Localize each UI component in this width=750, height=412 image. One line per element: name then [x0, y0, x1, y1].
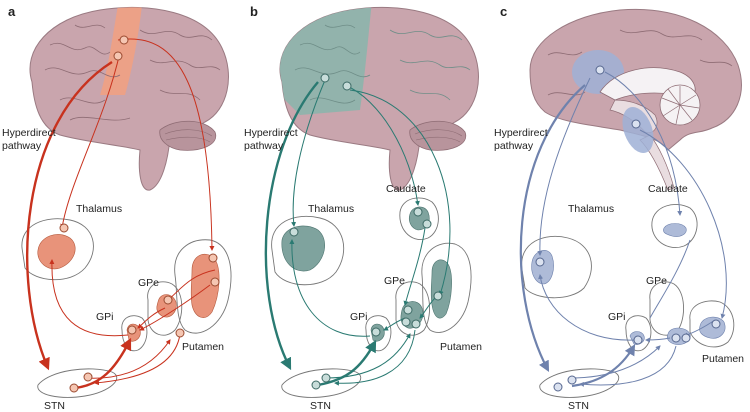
stn-region	[539, 368, 620, 398]
node	[69, 383, 79, 393]
panel-c: c	[494, 4, 744, 412]
pathway-lines	[537, 71, 727, 387]
node	[553, 382, 563, 392]
thalamus-label: Thalamus	[568, 203, 614, 215]
node	[113, 51, 123, 61]
node	[633, 335, 643, 345]
panel-letter: b	[250, 4, 258, 19]
hyperdirect-arrow	[519, 84, 586, 372]
thalamus-label: Thalamus	[76, 203, 122, 215]
hyperdirect-arrow	[264, 81, 319, 371]
gpe-label: GPe	[384, 275, 405, 287]
node	[321, 373, 331, 383]
panel-letter: a	[8, 4, 16, 19]
gpe-label: GPe	[138, 277, 159, 289]
stn-output-arrow	[74, 337, 132, 390]
stn-label: STN	[44, 400, 65, 412]
hyperdirect-label-line2: pathway	[244, 140, 284, 152]
node	[681, 333, 691, 343]
node	[711, 319, 721, 329]
pathway-lines	[49, 38, 216, 386]
pathway-lines	[289, 79, 451, 386]
gpi-label: GPi	[608, 311, 626, 323]
stn-output-arrow	[571, 344, 636, 388]
node	[671, 333, 681, 343]
node	[289, 227, 299, 237]
node	[208, 253, 218, 263]
node	[433, 291, 443, 301]
gpi-label: GPi	[96, 311, 114, 323]
neuron-nodes	[59, 35, 220, 393]
putamen-region	[421, 242, 472, 333]
node	[342, 81, 352, 91]
node	[83, 372, 93, 382]
node	[413, 207, 423, 217]
thalamus-region	[271, 215, 345, 286]
thalamus-region	[521, 235, 592, 299]
cerebellar-highlight	[622, 106, 654, 154]
gpi-region	[625, 315, 652, 352]
hyperdirect-label-line2: pathway	[2, 140, 42, 152]
thalamus-region	[21, 218, 94, 281]
node	[535, 257, 545, 267]
brain	[279, 6, 479, 191]
neuron-nodes	[289, 73, 443, 390]
panel-letter: c	[500, 4, 507, 19]
caudate-label: Caudate	[386, 183, 426, 195]
node	[320, 73, 330, 83]
gpi-label: GPi	[350, 311, 368, 323]
node	[311, 380, 321, 390]
panel-b: b	[244, 4, 482, 412]
putamen-label: Putamen	[440, 341, 482, 353]
stn-output-arrow	[317, 339, 377, 387]
hyperdirect-label-line1: Hyperdirect	[494, 127, 548, 139]
neuron-nodes	[535, 65, 721, 392]
putamen-label: Putamen	[182, 341, 224, 353]
node	[371, 327, 381, 337]
node	[210, 277, 220, 287]
node	[163, 295, 173, 305]
hyperdirect-arrow	[25, 60, 113, 371]
frontal-cortex-highlight	[279, 7, 372, 115]
node	[595, 65, 605, 75]
node	[175, 328, 185, 338]
node	[403, 305, 413, 315]
thalamus-label: Thalamus	[308, 203, 354, 215]
hyperdirect-label-line2: pathway	[494, 140, 534, 152]
node	[567, 375, 577, 385]
node	[411, 319, 421, 329]
stn-label: STN	[568, 400, 589, 412]
brain	[29, 6, 229, 191]
hyperdirect-label-line1: Hyperdirect	[2, 127, 56, 139]
caudate-region	[399, 197, 439, 240]
node	[422, 219, 432, 229]
caudate-label: Caudate	[648, 183, 688, 195]
stn-region	[37, 368, 118, 398]
node	[119, 35, 129, 45]
panel-a: a	[2, 4, 232, 412]
stn-region	[281, 368, 362, 398]
hyperdirect-label-line1: Hyperdirect	[244, 127, 298, 139]
gpe-region	[395, 281, 430, 336]
stn-label: STN	[310, 400, 331, 412]
motor-cortex-highlight	[100, 7, 142, 95]
node	[127, 325, 137, 335]
gpe-label: GPe	[646, 275, 667, 287]
node	[401, 317, 411, 327]
node	[631, 119, 641, 129]
caudate-region	[651, 204, 698, 248]
node	[59, 223, 69, 233]
cerebellum-sagittal	[659, 84, 701, 126]
brain-sagittal	[529, 8, 742, 191]
putamen-label: Putamen	[702, 353, 744, 365]
